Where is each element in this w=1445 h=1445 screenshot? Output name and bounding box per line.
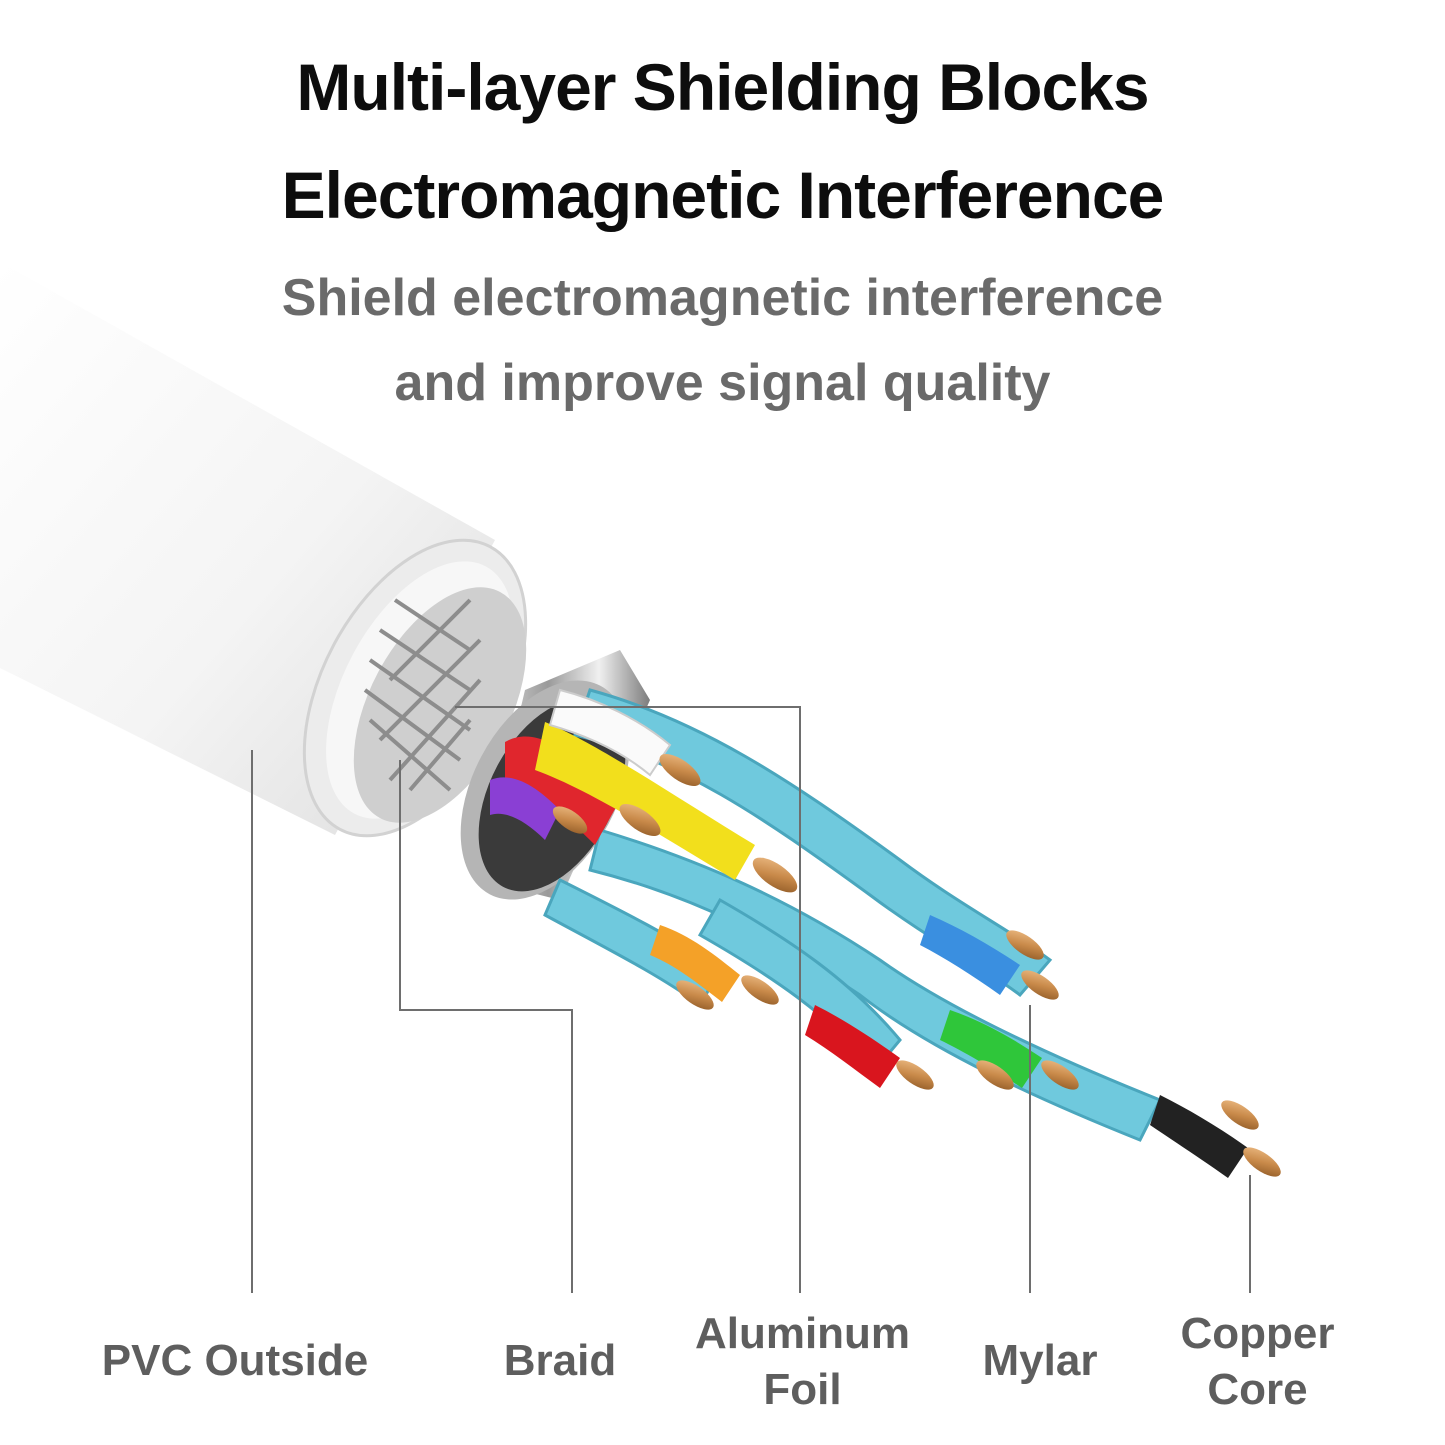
- copper-tip: [659, 753, 701, 787]
- leader-line-foil: [455, 706, 801, 1293]
- copper-tip: [1243, 1147, 1281, 1177]
- colored-wires: [490, 688, 1248, 1178]
- leader-line-braid: [399, 760, 573, 1293]
- red-wire: [505, 736, 620, 845]
- copper-tip: [676, 980, 714, 1010]
- copper-tip: [741, 975, 779, 1005]
- copper-tip: [552, 806, 588, 834]
- copper-tip: [1006, 930, 1044, 960]
- label-aluminum-foil: Aluminum Foil: [694, 1309, 911, 1414]
- label-pvc-outside: PVC Outside: [101, 1336, 369, 1385]
- label-copper-core: Copper Core: [1180, 1309, 1335, 1414]
- copper-tip: [976, 1060, 1014, 1090]
- label-mylar: Mylar: [982, 1336, 1098, 1385]
- subtitle-line-2: and improve signal quality: [394, 354, 1051, 412]
- copper-cores: [552, 753, 1281, 1177]
- purple-wire: [490, 777, 560, 840]
- copper-tip: [619, 803, 661, 837]
- green-wire: [940, 1010, 1042, 1088]
- subtitle-line-1: Shield electromagnetic interference: [281, 269, 1164, 327]
- blue-wire: [920, 915, 1020, 995]
- yellow-wire: [535, 722, 755, 880]
- black-wire: [1150, 1095, 1248, 1178]
- label-braid: Braid: [503, 1336, 617, 1385]
- copper-tip: [1221, 1100, 1259, 1130]
- dark-red-wire: [805, 1005, 900, 1088]
- title-line-1: Multi-layer Shielding Blocks: [296, 50, 1149, 124]
- copper-tip: [1021, 970, 1059, 1000]
- title-line-2: Electromagnetic Interference: [281, 158, 1165, 232]
- copper-tip: [752, 857, 798, 893]
- copper-tip: [1041, 1060, 1079, 1090]
- orange-wire: [650, 925, 740, 1002]
- copper-tip: [896, 1060, 934, 1090]
